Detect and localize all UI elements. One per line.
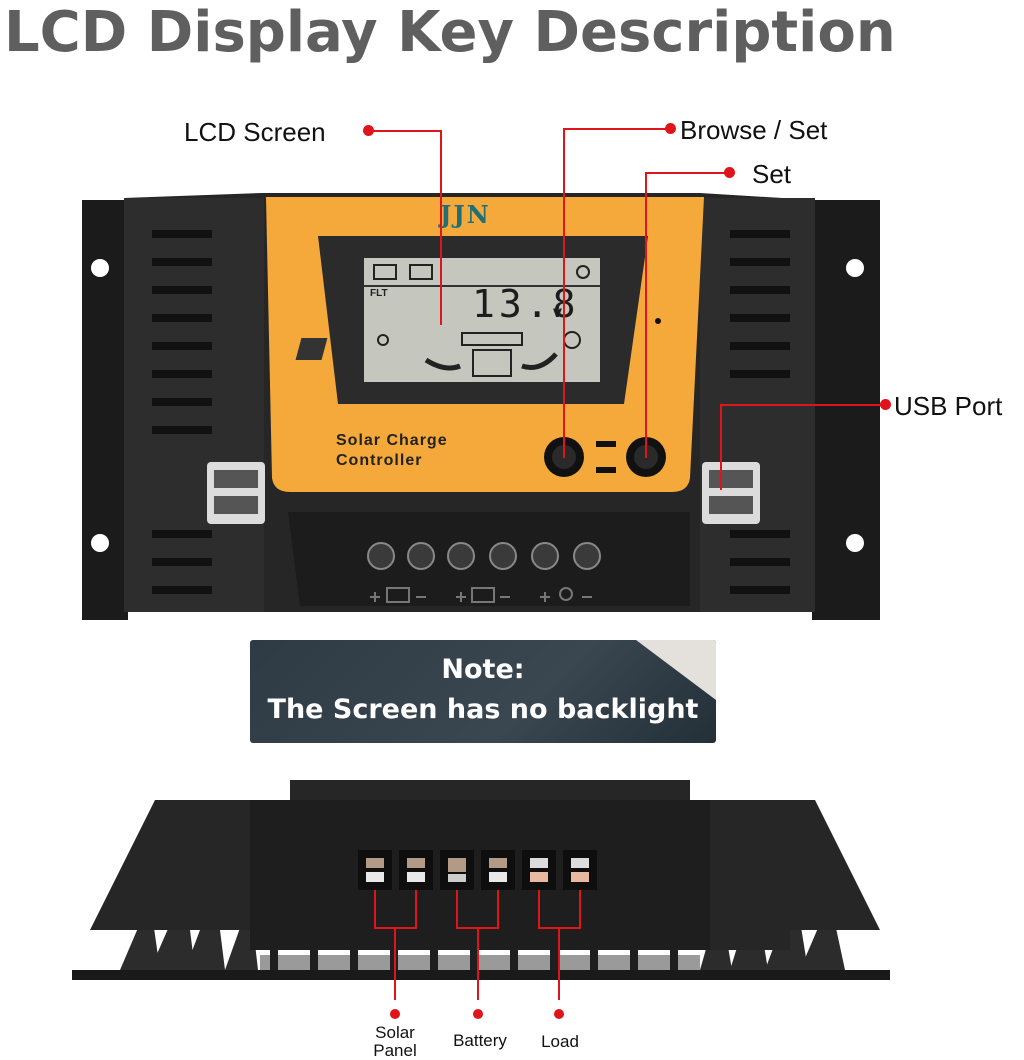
note-heading: Note: bbox=[441, 654, 525, 685]
callout-dot bbox=[363, 125, 374, 136]
load-terminal-label: Load bbox=[541, 1032, 579, 1051]
callout-line bbox=[372, 130, 442, 132]
callout-dot bbox=[665, 123, 676, 134]
set-label: Set bbox=[752, 159, 792, 189]
callout-dot bbox=[880, 399, 891, 410]
page-title: LCD Display Key Description bbox=[4, 0, 896, 65]
callout-dot bbox=[554, 1009, 564, 1019]
note-body: The Screen has no backlight bbox=[267, 694, 699, 725]
callout-dot bbox=[724, 167, 735, 178]
sun-icon bbox=[377, 334, 389, 346]
product-name-line2: Controller bbox=[336, 452, 423, 469]
battery-terminal-label: Battery bbox=[453, 1031, 507, 1050]
charge-controller-bottom bbox=[72, 780, 890, 1000]
gear-icon bbox=[576, 265, 590, 279]
brand-logo: JJN bbox=[440, 200, 491, 229]
note-corner-decoration bbox=[636, 640, 716, 700]
lcd-screen-label: LCD Screen bbox=[184, 117, 326, 147]
callout-line bbox=[720, 404, 722, 490]
mount-hole bbox=[91, 259, 109, 277]
callout-line bbox=[720, 404, 884, 406]
usb-port-label: USB Port bbox=[894, 391, 1003, 421]
callout-dot bbox=[390, 1009, 400, 1019]
note-banner: Note: The Screen has no backlight bbox=[250, 640, 716, 743]
charge-controller-front bbox=[82, 193, 880, 620]
callout-line bbox=[563, 128, 670, 130]
browse-set-label: Browse / Set bbox=[680, 115, 828, 145]
solar-panel-terminal-label: Solar Panel bbox=[365, 1024, 425, 1060]
callout-dot bbox=[473, 1009, 483, 1019]
lcd-voltage-readout: 13.8 bbox=[472, 282, 580, 326]
solar-panel-label-line1: Solar bbox=[375, 1023, 415, 1042]
lcd-mode-label: FLT bbox=[370, 288, 388, 299]
callout-line bbox=[440, 130, 442, 325]
callout-line bbox=[563, 128, 565, 458]
mount-hole bbox=[846, 259, 864, 277]
solar-panel-icon bbox=[295, 338, 328, 360]
battery-icon bbox=[472, 349, 512, 377]
solar-panel-label-line2: Panel bbox=[373, 1041, 417, 1060]
lcd-voltage-unit: v bbox=[553, 304, 562, 321]
mount-hole bbox=[91, 534, 109, 552]
callout-line bbox=[645, 172, 730, 174]
battery-level-icon bbox=[461, 332, 523, 346]
lcd-screen bbox=[364, 258, 600, 382]
product-name-line1: Solar Charge bbox=[336, 432, 448, 449]
callout-line bbox=[645, 172, 647, 458]
mount-hole bbox=[846, 534, 864, 552]
